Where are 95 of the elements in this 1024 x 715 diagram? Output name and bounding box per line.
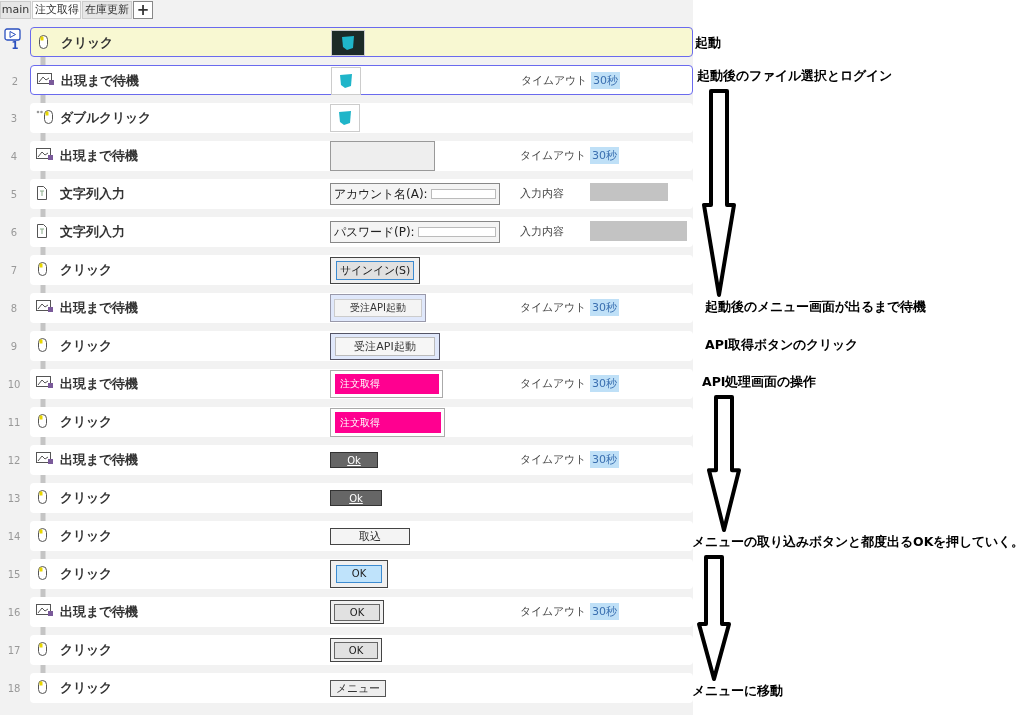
action-label: クリック [60,414,112,431]
button-label: 受注API起動 [334,299,422,317]
block-arrow [702,89,736,297]
connector-line [40,171,46,179]
action-label: 出現まで待機 [60,604,138,621]
button-label: 受注API起動 [335,336,435,356]
timeout-label: タイムアウト [521,73,587,88]
action-label: 文字列入力 [60,186,125,203]
timeout-label: タイムアウト [520,376,586,391]
step-number: 2 [10,76,20,87]
action-label: 出現まで待機 [60,300,138,317]
button-label: 注文取得 [334,374,439,394]
action-label: クリック [60,490,112,507]
timeout-label: タイムアウト [520,604,586,619]
action-label: 出現まで待機 [60,452,138,469]
step-number: 15 [6,569,22,580]
timeout-label: タイムアウト [520,148,586,163]
step-number: 3 [9,113,19,124]
action-label: クリック [60,566,112,583]
connector-line [40,323,46,331]
action-label: 文字列入力 [60,224,125,241]
connector-line [40,133,46,141]
input-content-label: 入力内容 [520,224,564,239]
step-number: 14 [6,531,22,542]
step-number: 13 [6,493,22,504]
field-label: アカウント名(A): [333,185,429,203]
connector-line [40,95,46,103]
step-number: 1 [10,40,20,51]
step-number: 8 [9,303,19,314]
connector-line [40,475,46,483]
button-label: OK [336,565,382,583]
block-arrow [697,555,731,681]
annotation-text: API処理画面の操作 [702,374,817,391]
step-number: 10 [6,379,22,390]
annotation-text: 起動 [695,35,721,52]
button-thumbnail: メニュー [330,679,386,697]
tab: 在庫更新 [82,1,132,19]
button-label: OK [334,641,378,659]
annotation-text: API取得ボタンのクリック [705,337,859,354]
action-label: ダブルクリック [60,110,151,127]
block-arrow [707,395,741,532]
step-number: 5 [9,189,19,200]
action-label: 出現まで待機 [60,148,138,165]
action-label: クリック [60,642,112,659]
add-tab-button: + [133,1,153,19]
connector-line [40,551,46,559]
annotation-text: メニューに移動 [692,683,783,700]
tab: main [0,1,31,19]
button-label: サインイン(S) [336,260,414,280]
tab: 注文取得 [32,1,81,19]
timeout-value: 30秒 [590,375,619,392]
action-label: クリック [60,528,112,545]
input-content-label: 入力内容 [520,186,564,201]
button-thumbnail: Ok [330,490,382,506]
step-number: 11 [6,417,22,428]
button-thumbnail: Ok [330,452,378,468]
button-label: 注文取得 [334,411,441,433]
action-label: クリック [61,35,113,52]
connector-line [40,57,46,65]
action-label: クリック [60,262,112,279]
step-number: 6 [9,227,19,238]
connector-line [40,627,46,635]
step-number: 12 [6,455,22,466]
connector-line [40,361,46,369]
connector-line [40,209,46,217]
action-label: 出現まで待機 [61,73,139,90]
timeout-label: タイムアウト [520,452,586,467]
step-number: 9 [9,341,19,352]
step-number: 18 [6,683,22,694]
step-number: 17 [6,645,22,656]
timeout-value: 30秒 [590,299,619,316]
annotation-text: メニューの取り込みボタンと都度出るOKを押していく。 [692,534,1024,551]
step-number: 16 [6,607,22,618]
connector-line [40,589,46,597]
timeout-value: 30秒 [590,451,619,468]
connector-line [40,399,46,407]
step-number: 7 [9,265,19,276]
action-label: クリック [60,338,112,355]
timeout-label: タイムアウト [520,300,586,315]
connector-line [40,665,46,673]
button-thumbnail: 取込 [330,527,410,545]
action-label: クリック [60,680,112,697]
connector-line [40,247,46,255]
step-number: 4 [9,151,19,162]
timeout-value: 30秒 [590,147,619,164]
field-label: パスワード(P): [333,223,416,241]
connector-line [40,285,46,293]
button-label: OK [334,603,380,621]
annotation-text: 起動後のメニュー画面が出るまで待機 [705,299,926,316]
timeout-value: 30秒 [591,72,620,89]
timeout-value: 30秒 [590,603,619,620]
annotation-text: 起動後のファイル選択とログイン [697,68,892,85]
connector-line [40,513,46,521]
connector-line [40,437,46,445]
action-label: 出現まで待機 [60,376,138,393]
